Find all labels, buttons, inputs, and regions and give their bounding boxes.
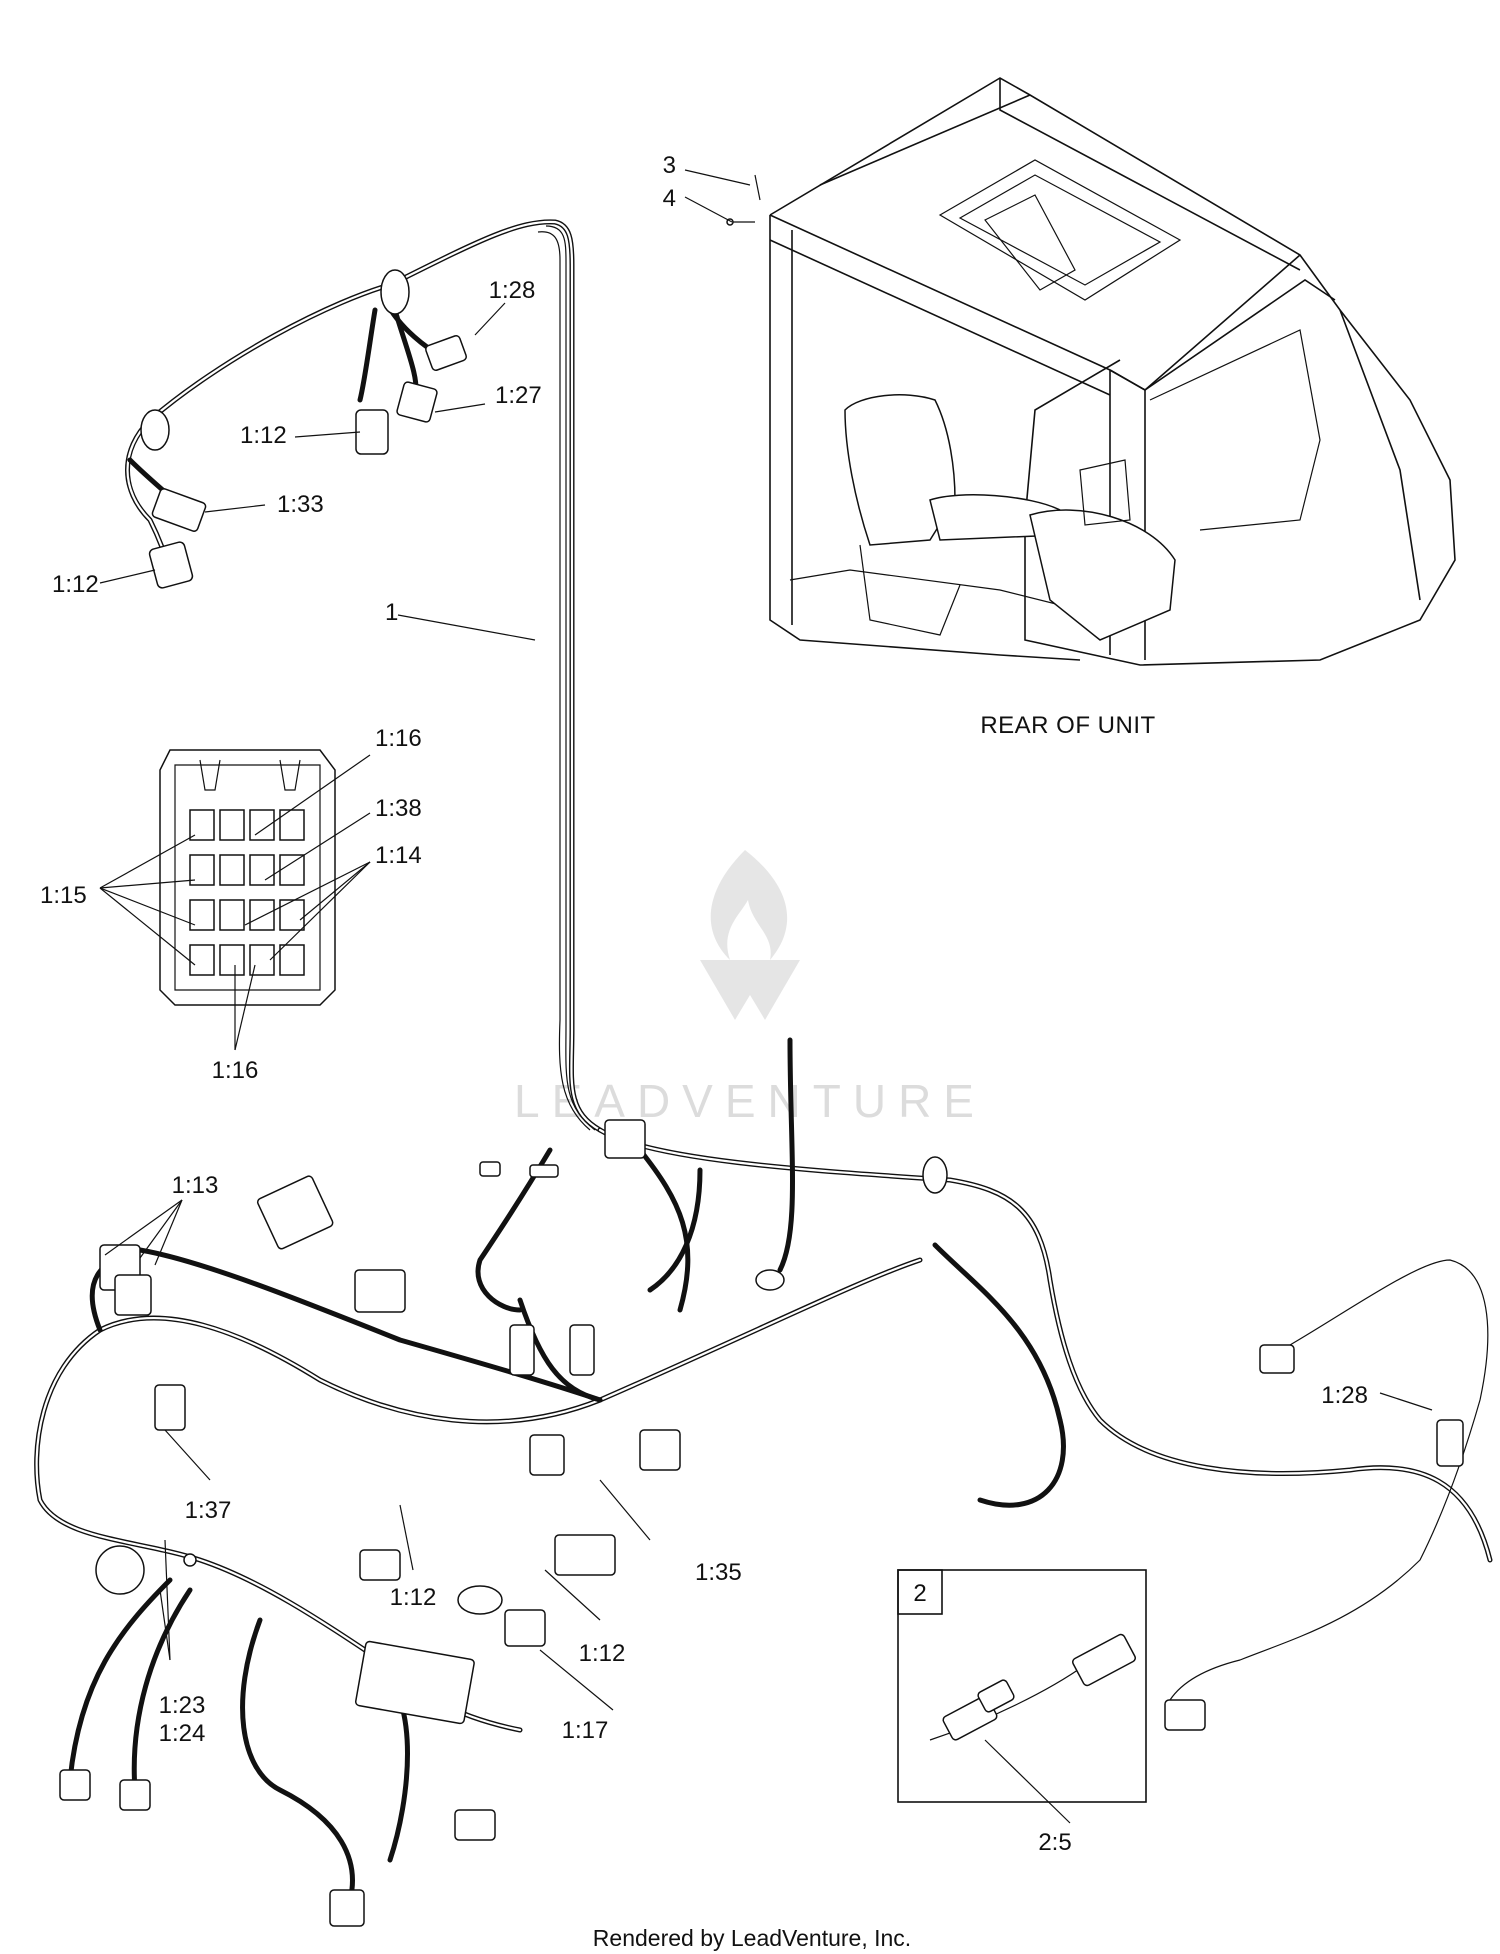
main-harness-cable xyxy=(397,219,603,1133)
callout-1-37: 1:37 xyxy=(185,1497,232,1524)
watermark-text: LEADVENTURE xyxy=(514,1075,986,1127)
rear-of-unit-caption: REAR OF UNIT xyxy=(980,712,1155,739)
callout-1-17: 1:17 xyxy=(562,1717,609,1744)
watermark: LEADVENTURE xyxy=(514,850,986,1127)
fuse-box-drawing xyxy=(159,749,336,1006)
callout-1-28-right: 1:28 xyxy=(1321,1382,1368,1409)
callout-1-12-c: 1:12 xyxy=(390,1584,437,1611)
callout-1: 1 xyxy=(385,599,398,626)
callout-2-box: 2 xyxy=(913,1580,926,1607)
callout-1-14: 1:14 xyxy=(375,842,422,869)
callout-1-33: 1:33 xyxy=(277,491,324,518)
callout-1-27: 1:27 xyxy=(495,382,542,409)
callout-1-13: 1:13 xyxy=(172,1172,219,1199)
callout-1-28-top: 1:28 xyxy=(489,277,536,304)
watermark-v-icon xyxy=(700,960,800,1020)
callout-1-16-top: 1:16 xyxy=(375,725,422,752)
footer-credit: Rendered by LeadVenture, Inc. xyxy=(593,1925,911,1951)
callout-1-24: 1:24 xyxy=(159,1720,206,1747)
callout-2-5: 2:5 xyxy=(1038,1829,1071,1856)
callout-1-38: 1:38 xyxy=(375,795,422,822)
callout-labels: 3 4 1:28 1:27 1:12 1:33 1:12 1 1:16 1:38… xyxy=(40,152,1368,1856)
leader-lines xyxy=(99,169,1433,1824)
callout-3: 3 xyxy=(663,152,676,179)
callout-1-15: 1:15 xyxy=(40,882,87,909)
callout-4: 4 xyxy=(663,185,676,212)
callout-1-23: 1:23 xyxy=(159,1692,206,1719)
callout-1-12-a: 1:12 xyxy=(240,422,287,449)
lower-harness-drawing xyxy=(34,1037,1493,1927)
callout-1-12-d: 1:12 xyxy=(579,1640,626,1667)
callout-1-35: 1:35 xyxy=(695,1559,742,1586)
callout-1-12-b: 1:12 xyxy=(52,571,99,598)
detail-box-2 xyxy=(897,1569,1147,1803)
callout-1-16-bottom: 1:16 xyxy=(212,1057,259,1084)
top-harness-drawing xyxy=(125,269,467,589)
cab-frame-drawing xyxy=(726,77,1456,666)
fuse-grid xyxy=(189,809,305,976)
watermark-flame-icon xyxy=(710,850,788,960)
